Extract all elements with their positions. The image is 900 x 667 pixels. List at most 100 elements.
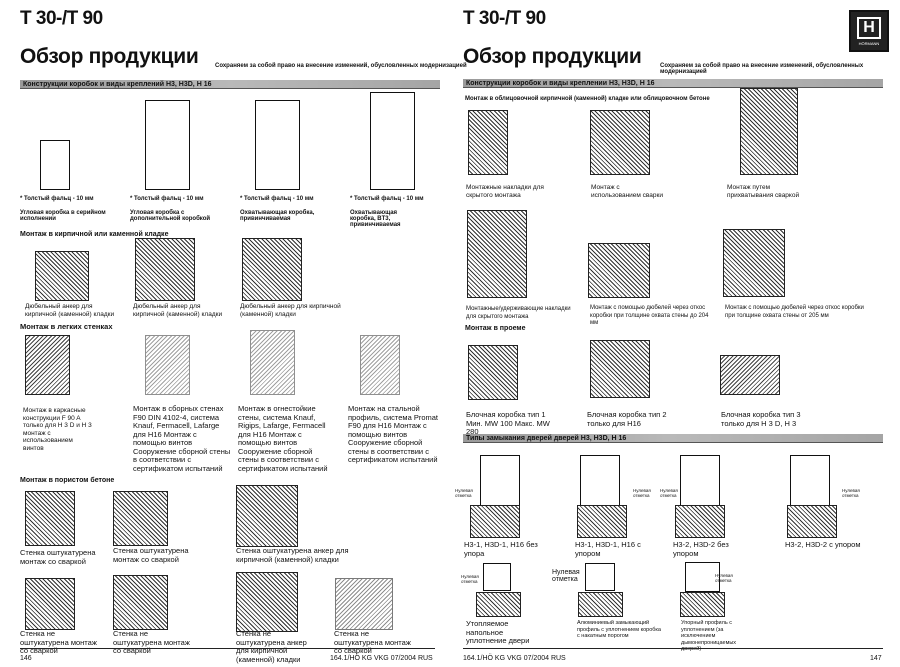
facing-caption: Монтаж с помощью дюбелей через откос кор… [725, 305, 864, 319]
right-page-number: 147 [870, 655, 882, 662]
seal-floor [578, 592, 623, 617]
closing-caption: H3-1, H3D-1, H16 с упором [575, 540, 641, 558]
porous-caption: Стенка оштукатурена анкер для кирпичной … [236, 546, 349, 564]
light-drawing-3 [250, 330, 295, 395]
light-caption: Монтаж на стальной профиль, система Prom… [348, 404, 439, 464]
profile-note: * Толстый фальц - 10 мм [350, 196, 424, 202]
brick-caption: Дюбельный анкер для кирпичной (каменной)… [133, 303, 223, 318]
profile-drawing-1 [40, 140, 70, 190]
seal-drawing [685, 562, 720, 592]
zero-mark-label: Нулевая отметка [842, 488, 860, 498]
porous-caption: Стенка не оштукатурена монтаж со сваркой [113, 629, 190, 655]
zero-mark-label: Нулевая отметка [552, 569, 580, 583]
profile-caption: Охватывающая коробка, BT3, привинчиваема… [350, 210, 401, 228]
seal-floor [680, 592, 725, 617]
zero-mark-label: Нулевая отметка [633, 488, 651, 498]
brick-drawing-2 [135, 238, 195, 301]
porous-caption: Стенка оштукатурена монтаж со сваркой [113, 546, 189, 564]
profile-drawing-3 [255, 100, 300, 190]
left-notice: Сохраняем за собой право на внесение изм… [215, 63, 467, 69]
facing-drawing [590, 110, 650, 175]
zero-mark-label: Нулевая отметка [660, 488, 678, 498]
light-caption: Монтаж в каркасные конструкции F 90 A то… [23, 407, 92, 452]
left-heading: Обзор продукции [20, 45, 199, 68]
profile-caption: Угловая коробка с дополнительной коробко… [130, 210, 211, 222]
light-drawing-1 [25, 335, 70, 395]
closing-caption: H3-2, H3D-2 без упором [673, 540, 729, 558]
porous-caption: Стенка оштукатурена монтаж со сваркой [20, 548, 96, 566]
facing-drawing [723, 229, 785, 297]
porous-caption: Стенка не оштукатурена монтаж со сваркой [334, 629, 411, 655]
closing-floor [787, 505, 837, 538]
seal-caption: Алюминиевый замыкающий профиль с уплотне… [577, 620, 661, 639]
porous-drawing [335, 578, 393, 630]
closing-floor [675, 505, 725, 538]
brick-caption: Дюбельный анкер для кирпичной (каменной)… [240, 303, 341, 318]
seal-caption: Утопляемое напольное уплотнение двери [466, 619, 530, 645]
right-doc-code: 164.1/HÖ KG VKG 07/2004 RUS [463, 655, 566, 662]
facing-drawing [740, 88, 798, 175]
hormann-logo: H HÖRMANN [849, 10, 889, 52]
facing-drawing [467, 210, 527, 298]
light-drawing-4 [360, 335, 400, 395]
profile-note: * Толстый фальц - 10 мм [130, 196, 204, 202]
zero-mark-label: Нулевая отметка [715, 573, 733, 583]
left-section-bar: Конструкции коробок и виды креплений H3,… [20, 80, 440, 89]
light-caption: Монтаж в огнестойкие стены, система Knau… [238, 404, 328, 473]
opening-caption: Блочная коробка тип 1 Мин. MW 100 Макс. … [466, 410, 550, 436]
left-title: T 30-/T 90 [20, 8, 103, 29]
right-title: T 30-/T 90 [463, 8, 546, 29]
right-footer-rule [463, 648, 883, 649]
profile-note: * Толстый фальц - 10 мм [20, 196, 94, 202]
porous-drawing [236, 485, 298, 547]
profile-caption: Угловая коробка в серийном исполнении [20, 210, 106, 222]
opening-section-title: Монтаж в проеме [465, 325, 526, 332]
closing-caption: H3-2, H3D-2 с упором [785, 540, 861, 549]
profile-caption: Охватывающая коробка, привинчиваемая [240, 210, 315, 222]
seal-floor [476, 592, 521, 617]
light-caption: Монтаж в сборных стенах F90 DIN 4102-4, … [133, 404, 231, 473]
porous-drawing [236, 572, 298, 632]
porous-caption: Стенка не оштукатурена анкер для кирпичн… [236, 629, 307, 664]
left-doc-code: 164.1/HÖ KG VKG 07/2004 RUS [330, 655, 433, 662]
brick-section-title: Монтаж в кирпичной или каменной кладке [20, 231, 169, 238]
facing-caption: Монтажные/удерживающие накладки для скры… [466, 306, 571, 320]
zero-mark-label: Нулевая отметка [455, 488, 473, 498]
closing-caption: H3-1, H3D-1, H16 без упора [464, 540, 538, 558]
facing-drawing [468, 110, 508, 175]
profile-drawing-4 [370, 92, 415, 190]
facing-section-title: Монтаж в облицовочной кирпичной (каменно… [465, 96, 710, 102]
profile-note: * Толстый фальц - 10 мм [240, 196, 314, 202]
closing-floor [577, 505, 627, 538]
porous-drawing [25, 491, 75, 546]
profile-drawing-2 [145, 100, 190, 190]
porous-drawing [113, 575, 168, 630]
opening-caption: Блочная коробка тип 2 только для H16 [587, 410, 667, 428]
right-section-bar: Конструкции коробок и виды креплении H3,… [463, 79, 883, 88]
seal-caption: Упорный профиль с уплотнением (за исключ… [681, 620, 737, 652]
facing-caption: Монтаж с помощью дюбелей через откос кор… [590, 305, 709, 326]
facing-caption: Монтажные накладки для скрытого монтажа [466, 184, 544, 199]
facing-caption: Монтаж путем прихватывания сваркой [727, 184, 800, 199]
porous-section-title: Монтаж в пористом бетоне [20, 477, 115, 484]
logo-text: HÖRMANN [858, 41, 880, 46]
closing-section-bar: Типы замыкания дверей дверей H3, H3D, H … [463, 434, 883, 443]
right-heading: Обзор продукции [463, 45, 642, 68]
brick-drawing-1 [35, 251, 89, 301]
seal-drawing [585, 563, 615, 591]
light-drawing-2 [145, 335, 190, 395]
facing-drawing [588, 243, 650, 298]
facing-caption: Монтаж с использованием сварки [591, 184, 664, 199]
porous-drawing [113, 491, 168, 546]
brick-caption: Дюбельный анкер для кирпичной (каменной)… [25, 303, 115, 318]
left-footer-rule [20, 648, 435, 649]
porous-drawing [25, 578, 75, 630]
right-notice: Сохраняем за собой право на внесение изм… [660, 63, 864, 75]
closing-floor [470, 505, 520, 538]
opening-caption: Блочная коробка тип 3 только для H 3 D, … [721, 410, 801, 428]
seal-drawing [483, 563, 511, 591]
brick-drawing-3 [242, 238, 302, 301]
light-section-title: Монтаж в легких стенках [20, 322, 113, 331]
left-page-number: 146 [20, 655, 32, 662]
opening-drawing [720, 355, 780, 395]
